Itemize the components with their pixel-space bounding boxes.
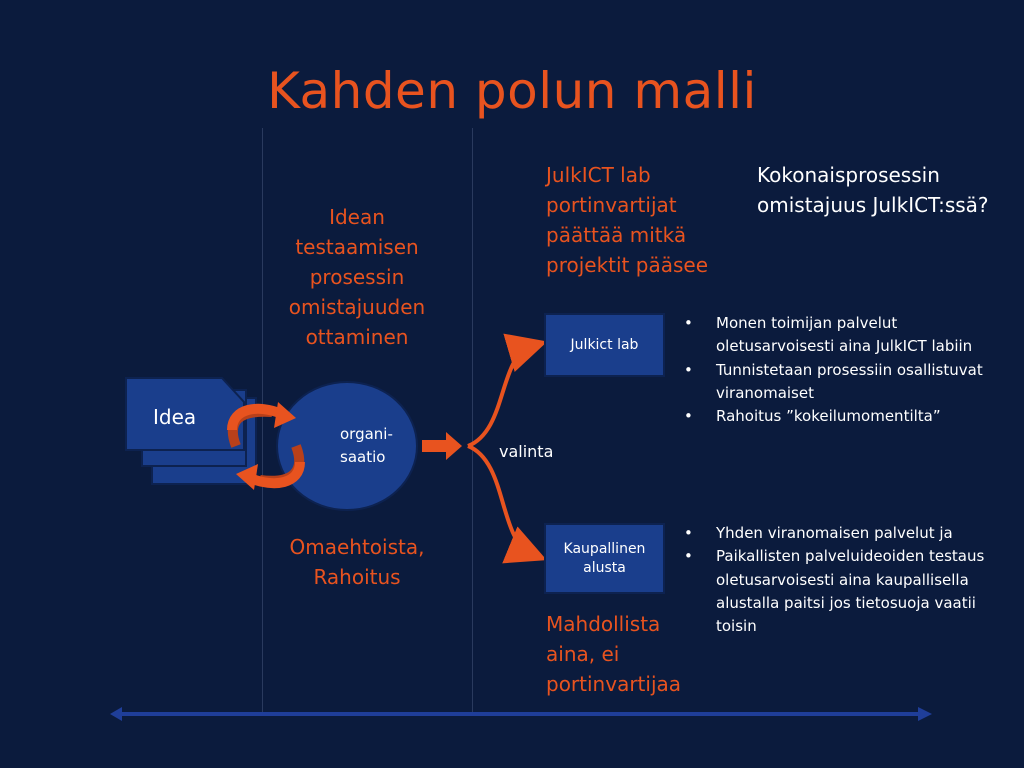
idea-label: Idea (153, 405, 197, 429)
divider-left (262, 128, 263, 713)
commercial-bullet-list: Yhden viranomaisen palvelut ja Paikallis… (682, 522, 1017, 638)
cycle-arrows-icon (227, 402, 305, 490)
list-item: Rahoitus ”kokeilumomentilta” (682, 405, 1012, 429)
organisation-ellipse (276, 381, 418, 511)
list-item: Yhden viranomaisen palvelut ja (682, 522, 1017, 546)
fork-arrow-down (467, 444, 547, 564)
ownership-text: Idean testaamisen prosessin omistajuuden… (288, 205, 426, 349)
organisation-label: organi- saatio (340, 425, 393, 466)
block-arrow-icon (422, 432, 462, 460)
slide-title: Kahden polun malli (267, 62, 757, 120)
choice-label: valinta (499, 442, 554, 461)
always-possible-text: Mahdollista aina, ei portinvartijaa (546, 612, 682, 696)
julkict-lab-box: Julkict lab (544, 313, 665, 377)
fork-arrow-up (467, 333, 548, 448)
gatekeepers-text: JulkICT lab portinvartijat päättää mitkä… (546, 163, 708, 277)
list-item: Tunnistetaan prosessiin osallistuvatvira… (682, 359, 1012, 406)
julkict-bullet-list: Monen toimijan palvelutoletusarvoisesti … (682, 312, 1012, 429)
ownership-question: Kokonaisprosessin omistajuus JulkICT:ssä… (757, 163, 989, 217)
idea-document-stack-icon (125, 377, 257, 485)
list-item: Paikallisten palveluideoiden testausolet… (682, 545, 1017, 638)
list-item: Monen toimijan palvelutoletusarvoisesti … (682, 312, 1012, 359)
omaehtoista-text: Omaehtoista, Rahoitus (289, 535, 425, 589)
divider-right (472, 128, 473, 713)
timeline-arrow (110, 707, 932, 721)
